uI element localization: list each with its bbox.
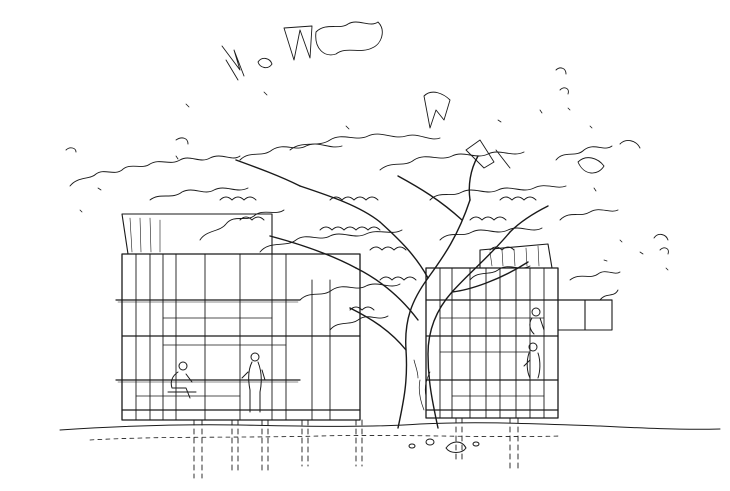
right-balcony	[557, 299, 613, 331]
person-right-lower	[523, 342, 541, 379]
person-right-upper	[529, 307, 545, 335]
right-building-mullions	[439, 267, 545, 419]
left-building-roof	[121, 213, 273, 255]
left-building	[115, 213, 361, 421]
person-standing	[241, 352, 266, 413]
tree-trunk	[235, 155, 549, 429]
sky-foliage	[65, 21, 669, 255]
left-building-mullions	[135, 253, 331, 421]
ground-stones	[408, 438, 480, 453]
right-building	[425, 243, 613, 419]
right-building-frame	[425, 267, 559, 419]
foundation-piles	[193, 417, 519, 479]
person-sitting	[167, 361, 197, 399]
ground-line	[59, 422, 721, 431]
leaf-flecks	[79, 91, 669, 271]
left-building-frame	[121, 253, 361, 421]
left-building-floors	[115, 299, 361, 411]
ground	[59, 422, 721, 441]
tree-foliage	[69, 133, 621, 331]
right-building-floors	[425, 299, 613, 411]
